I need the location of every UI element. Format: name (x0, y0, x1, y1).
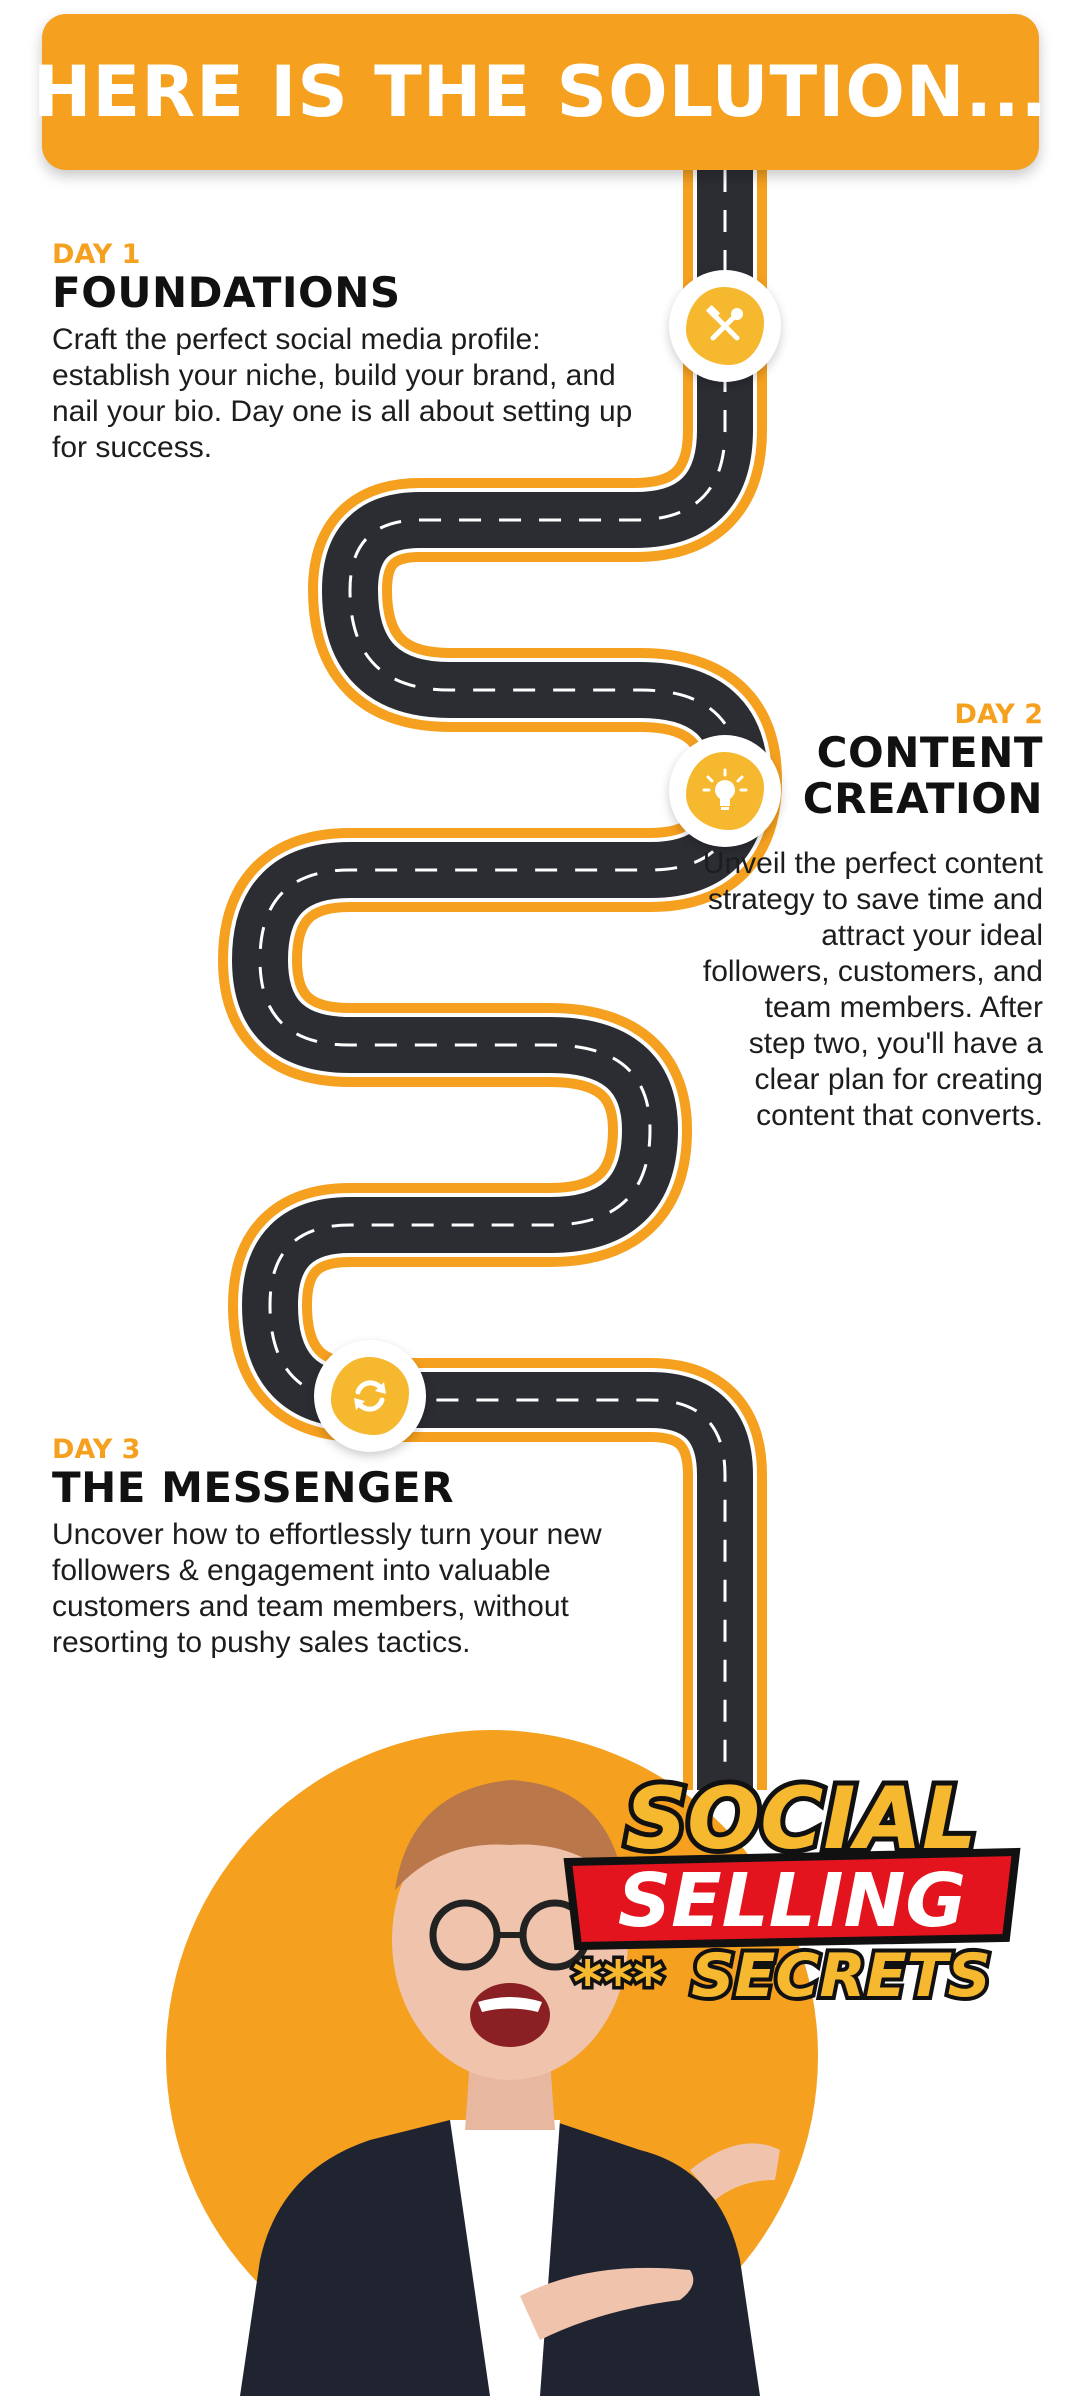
step-day-label: DAY 3 (52, 1434, 141, 1465)
logo-selling: SELLING (618, 1858, 966, 1944)
step-title: FOUNDATIONS (52, 268, 401, 317)
step-3-badge (314, 1340, 426, 1452)
step-day-label: DAY 1 (52, 239, 141, 270)
lightbulb-icon (702, 768, 748, 810)
presenter-photo (240, 1780, 780, 2396)
banner-title: HERE IS THE SOLUTION... (32, 51, 1049, 133)
step-2-badge (669, 735, 781, 847)
step-day-3: DAY 3 THE MESSENGER Uncover how to effor… (52, 1435, 612, 1661)
step-title-line-2: CREATION (802, 774, 1043, 823)
step-day-2: DAY 2 CONTENT CREATION (700, 700, 1043, 822)
step-1-badge (669, 270, 781, 382)
step-title-line-1: CONTENT (816, 728, 1043, 777)
social-selling-secrets-logo: SOCIAL SELLING *** SECRETS (563, 1770, 1021, 2010)
step-description: Craft the perfect social media profile: … (52, 323, 633, 464)
refresh-icon (354, 1380, 386, 1412)
logo-stars: *** (573, 1948, 664, 2010)
step-day-label: DAY 2 (954, 699, 1043, 730)
road-center-dashes (258, 170, 742, 1790)
logo-secrets: SECRETS (691, 1941, 991, 2010)
step-description: Uncover how to effortlessly turn your ne… (52, 1518, 602, 1659)
solution-banner: HERE IS THE SOLUTION... (33, 14, 1047, 170)
step-title: THE MESSENGER (52, 1463, 455, 1512)
step-description: Unveil the perfect content strategy to s… (702, 847, 1043, 1132)
step-day-2-description: Unveil the perfect content strategy to s… (700, 840, 1043, 1134)
tools-icon (705, 304, 743, 341)
step-day-1: DAY 1 FOUNDATIONS Craft the perfect soci… (52, 240, 642, 466)
